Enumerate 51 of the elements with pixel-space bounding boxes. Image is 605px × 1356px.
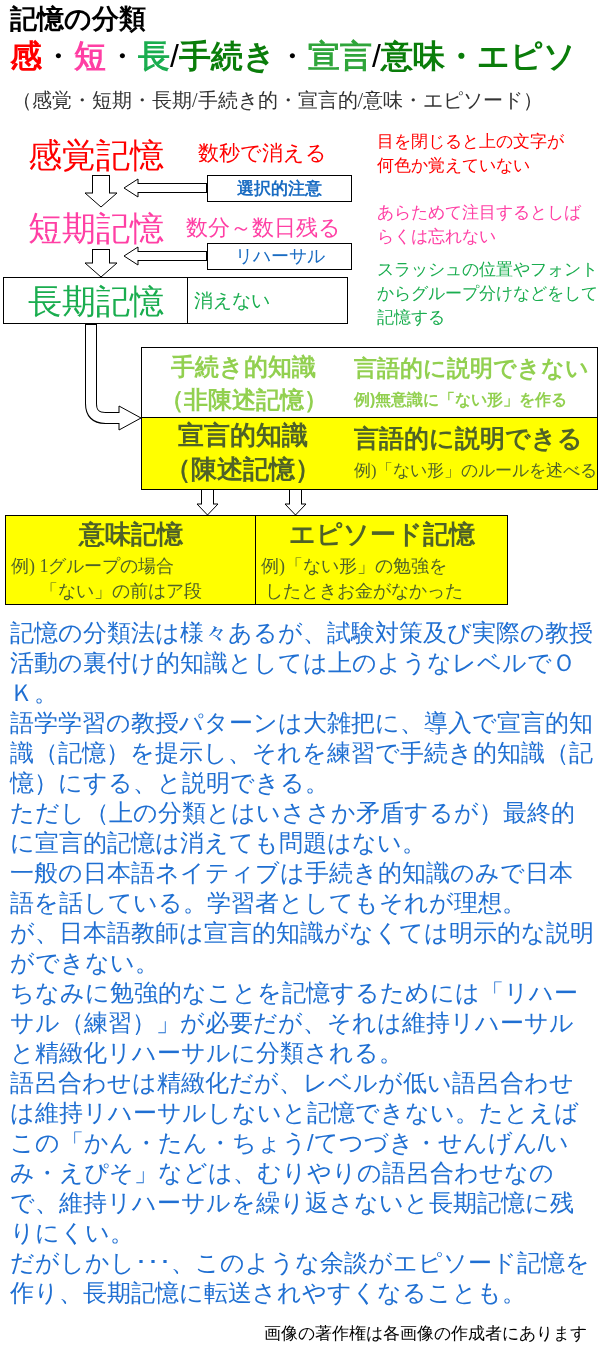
duration-note: 数分～数日残る — [186, 214, 341, 242]
mnemonic-syllable: 意味・エピソ — [380, 37, 576, 76]
body-paragraph: 一般の日本語ネイティブは手続き的知識のみで日本語を話している。学習者としてもそれが理想。 — [10, 858, 574, 918]
subtitle: （感覚・短期・長期/手続き的・宣言的/意味・エピソード） — [11, 88, 544, 113]
panel-description: 言語的に説明できる — [354, 424, 583, 454]
example-text: 例)「ない形」の勉強をしたときお金がなかった — [261, 555, 464, 603]
memory-type-box — [255, 515, 508, 605]
process-box: リハーサル — [207, 243, 352, 270]
separator-slash: / — [371, 37, 381, 76]
memory-stage-label: 感覚記憶 — [20, 136, 172, 175]
body-paragraph: 記憶の分類法は様々あるが、試験対策及び実際の教授活動の裏付け的知識としては上のようなレベルでＯＫ。 — [10, 618, 594, 708]
mnemonic-syllable: 短 — [74, 37, 106, 76]
mnemonic-syllable: 長 — [138, 37, 170, 76]
separator-dot: ・ — [42, 37, 74, 76]
side-note: 目を閉じると上の文字が何色か覚えていない — [377, 131, 565, 177]
panel-description: 言語的に説明できない — [354, 355, 589, 383]
body-paragraph: ちなみに勉強的なことを記憶するためには「リハーサル（練習）」が必要だが、それは維持リハーサルと精緻化リハーサルに分類される。 — [10, 978, 579, 1068]
stage-note: 消えない — [194, 288, 270, 313]
body-paragraph: だがしかし･･･、このような余談がエピソード記憶を作り、長期記憶に転送されやすくなることも。 — [10, 1248, 591, 1308]
hollow-arrow — [85, 324, 142, 431]
side-note: あらためて注目するとしばらくは忘れない — [377, 202, 582, 248]
separator-slash: / — [170, 37, 179, 76]
box-title: 意味記憶 — [78, 519, 183, 551]
example-text: 例)「ない形」のルールを述べる — [354, 460, 598, 482]
hollow-arrow — [123, 246, 207, 266]
knowledge-panel — [142, 418, 597, 489]
mnemonic-syllable: 宣言 — [307, 37, 372, 76]
memory-type-box — [5, 515, 256, 605]
mnemonic-syllable: 感 — [10, 37, 42, 76]
box-title: エピソード記憶 — [288, 519, 475, 551]
process-box: 選択的注意 — [207, 175, 352, 202]
knowledge-box — [141, 347, 598, 490]
memory-stage-label: 短期記憶 — [20, 207, 172, 249]
hollow-arrow — [84, 175, 118, 208]
side-note: スラッシュの位置やフォントからグループ分けなどをして記憶する — [377, 259, 599, 329]
hollow-arrow — [123, 178, 207, 198]
panel-heading: 宣言的知識（陳述記憶） — [163, 420, 322, 486]
copyright-note: 画像の著作権は各画像の作成者にあります — [264, 1323, 587, 1344]
separator-dot: ・ — [275, 37, 308, 76]
example-text: 例) 1グループの場合「ない」の前はア段 — [11, 555, 203, 603]
body-paragraph: ただし（上の分類とはいささか矛盾するが）最終的に宣言的記憶は消えても問題はない。 — [10, 798, 576, 858]
body-paragraph: 語学学習の教授パターンは大雑把に、導入で宣言的知識（記憶）を提示し、それを練習で手続き的知識（記憶）にする、と説明できる。 — [10, 708, 594, 798]
title: 記憶の分類 — [10, 3, 146, 36]
example-text: 例)無意識に「ない形」を作る — [354, 390, 568, 411]
memory-stage-label: 長期記憶 — [4, 278, 188, 323]
separator-dot: ・ — [106, 37, 138, 76]
duration-note: 数秒で消える — [198, 140, 327, 166]
body-paragraph: 語呂合わせは精緻化だが、レベルが低い語呂合わせは維持リハーサルしないと記憶できない。たとえばこの「かん・たん・ちょう/てつづき・せんげん/いみ・えぴそ」などは、むりやりの語呂合わせなので、維持リハーサルを繰り返さないと長期記憶に残りにくい。 — [10, 1068, 580, 1248]
body-paragraph: が、日本語教師は宣言的知識がなくては明示的な説明ができない。 — [10, 918, 595, 978]
panel-heading: 手続き的知識（非陳述記憶） — [158, 352, 329, 415]
mnemonic-syllable: 手続き — [178, 37, 276, 76]
